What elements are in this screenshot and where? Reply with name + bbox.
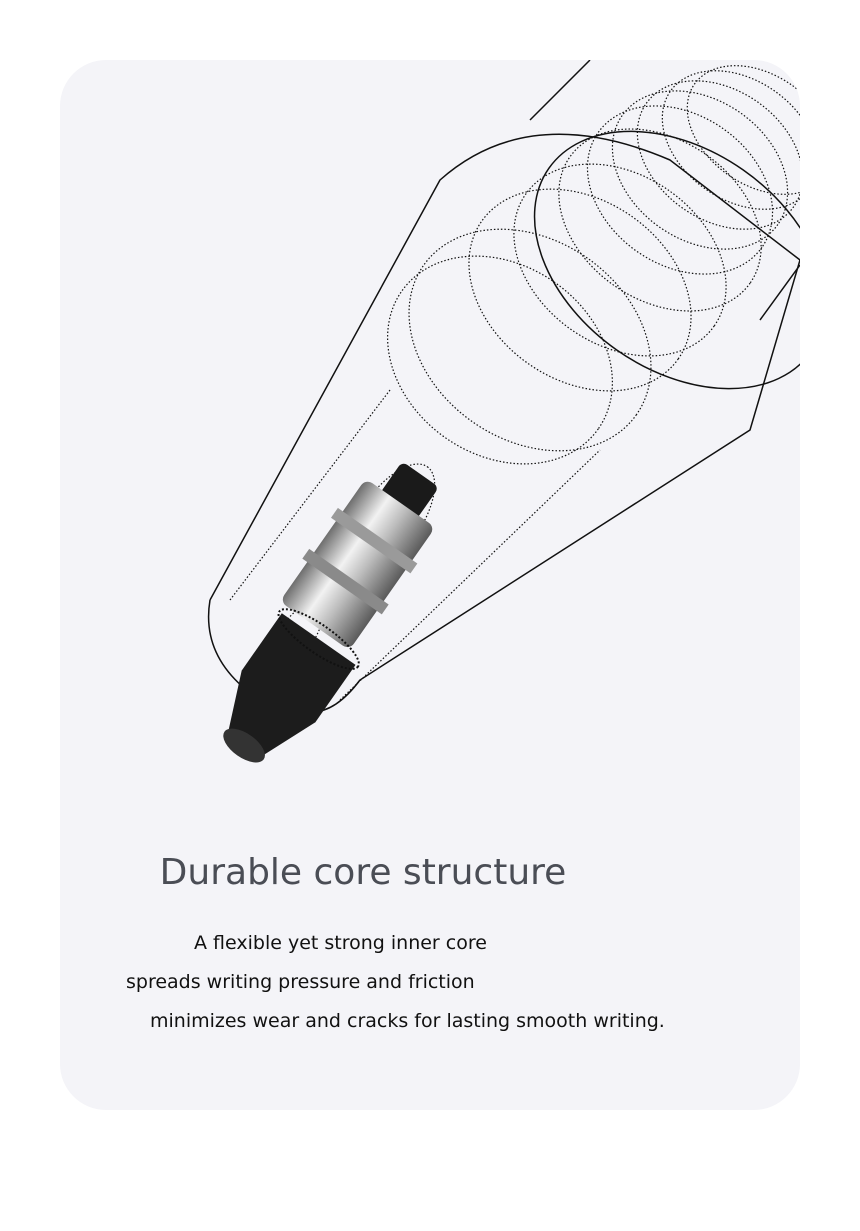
inner-core xyxy=(282,463,437,648)
description-line-1: A flexible yet strong inner core xyxy=(194,932,487,954)
feature-card xyxy=(60,60,800,1110)
nib-tip xyxy=(223,608,360,763)
description-line-3: minimizes wear and cracks for lasting sm… xyxy=(150,1010,665,1032)
feature-title: Durable core structure xyxy=(159,852,567,893)
pen-body-outline xyxy=(209,133,800,601)
description-line-2: spreads writing pressure and friction xyxy=(126,971,475,993)
stylus-tip-exploded-illustration xyxy=(207,60,800,763)
